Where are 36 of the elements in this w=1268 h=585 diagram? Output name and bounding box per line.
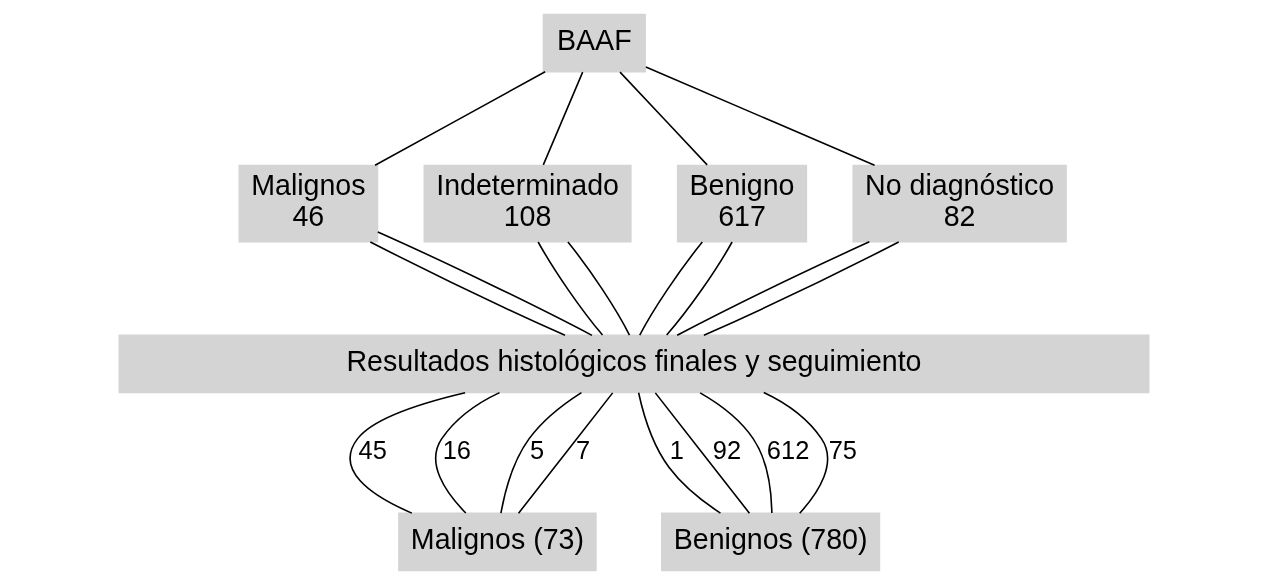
connector bbox=[645, 66, 876, 167]
connector bbox=[500, 391, 583, 514]
node-box: Resultados histológicos finales y seguimiento bbox=[118, 334, 1150, 394]
edge-label: 7 bbox=[576, 435, 591, 464]
connector bbox=[517, 392, 614, 514]
node-box: BAAF bbox=[542, 13, 646, 73]
node-box: Indeterminado 108 bbox=[423, 164, 632, 243]
connector bbox=[703, 241, 900, 337]
connector bbox=[699, 392, 773, 514]
edge-label: 45 bbox=[358, 435, 387, 464]
connector bbox=[434, 391, 501, 514]
edge-label: 1 bbox=[669, 435, 684, 464]
node-box: Malignos 46 bbox=[238, 164, 379, 243]
connector bbox=[567, 241, 631, 336]
connector bbox=[619, 71, 708, 166]
connector bbox=[665, 241, 733, 336]
connector bbox=[537, 241, 604, 336]
node-box: Malignos (73) bbox=[398, 512, 597, 572]
edge-label: 92 bbox=[712, 435, 742, 464]
edge-label: 16 bbox=[442, 435, 472, 464]
node-box: No diagnóstico 82 bbox=[852, 164, 1067, 243]
connector bbox=[637, 391, 722, 514]
connector bbox=[377, 231, 593, 337]
connector bbox=[654, 392, 751, 514]
connector bbox=[349, 391, 466, 514]
connector bbox=[638, 241, 704, 336]
node-box: Benigno 617 bbox=[676, 164, 808, 243]
node-box: Benignos (780) bbox=[661, 512, 881, 572]
connector bbox=[676, 241, 871, 337]
connector bbox=[762, 391, 829, 515]
connector bbox=[369, 241, 566, 337]
edge-label: 75 bbox=[828, 435, 858, 464]
edge-label: 612 bbox=[766, 435, 810, 464]
connector bbox=[542, 71, 584, 166]
connector bbox=[374, 70, 546, 167]
edge-label: 5 bbox=[530, 435, 545, 464]
